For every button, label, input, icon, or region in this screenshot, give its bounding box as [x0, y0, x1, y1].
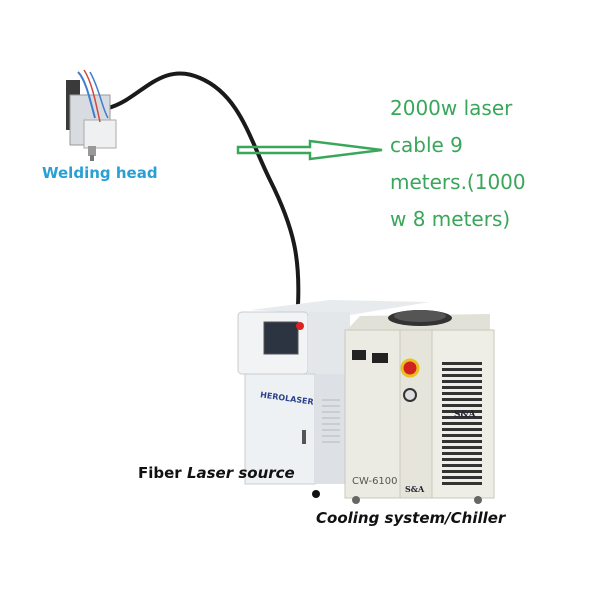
laser-source-label: Fiber Laser source	[138, 464, 295, 482]
laser-source-cabinet	[237, 300, 430, 498]
cable-spec-line: meters.(1000	[390, 170, 526, 194]
laser-cable	[107, 71, 301, 306]
chiller-label: Cooling system/Chiller	[316, 509, 506, 527]
cable-spec-annotation: 2000w laser cable 9 meters.(1000 w 8 met…	[390, 90, 526, 238]
cable-spec-line: 2000w laser	[390, 96, 513, 120]
laser-source-suffix: Laser source	[186, 464, 295, 482]
chiller-model-label: CW-6100	[352, 476, 398, 487]
cable-spec-line: w 8 meters)	[390, 207, 511, 231]
chiller-brand-logo-side: S&A	[454, 410, 476, 420]
welding-head-label: Welding head	[42, 164, 158, 182]
cable-spec-line: cable 9	[390, 133, 463, 157]
welding-head-icon	[66, 69, 117, 161]
chiller-unit	[344, 310, 495, 504]
laser-source-prefix: Fiber	[138, 464, 182, 482]
chiller-brand-logo: S&A	[405, 484, 425, 494]
arrow-icon	[236, 139, 383, 161]
